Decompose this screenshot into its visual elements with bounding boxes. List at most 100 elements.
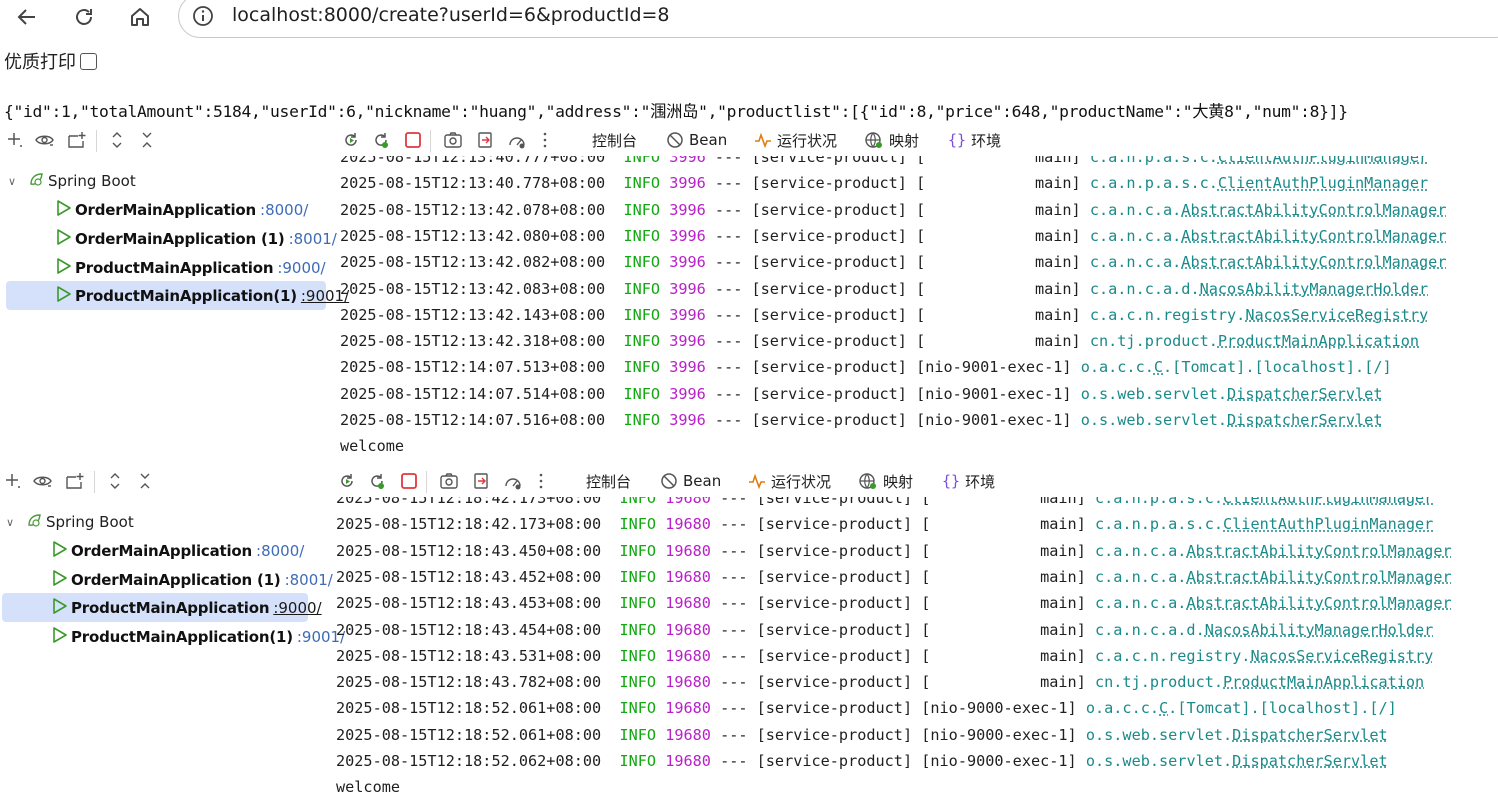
tab-mapping[interactable]: 映射	[864, 129, 919, 151]
log-level: INFO	[619, 620, 657, 639]
rerun-icon[interactable]	[340, 129, 362, 151]
exit-icon[interactable]	[470, 470, 492, 492]
log-level: INFO	[619, 541, 657, 560]
log-pid: 3996	[669, 358, 706, 377]
chevron-down-icon[interactable]: ∨	[8, 174, 17, 188]
log-timestamp: 2025-08-15T12:13:42.083+08:00	[340, 279, 606, 298]
log-class-link[interactable]: ClientAuthPluginManager	[1217, 174, 1429, 193]
tab-console[interactable]: 控制台	[586, 470, 631, 492]
log-class-link[interactable]: NacosServiceRegistry	[1250, 646, 1434, 665]
eye-icon[interactable]	[32, 470, 54, 492]
log-class-link[interactable]: ProductMainApplication	[1223, 673, 1425, 692]
expand-all-icon[interactable]	[106, 129, 128, 151]
tab-env[interactable]: {} 环境	[942, 470, 995, 492]
log-class-link[interactable]: ClientAuthPluginManager	[1223, 497, 1434, 507]
app-port-link[interactable]: :8001/	[288, 229, 337, 248]
log-class-link[interactable]: AbstractAbilityControlManager	[1181, 253, 1447, 272]
log-service: [service-product]	[751, 253, 907, 272]
rerun-debug-icon[interactable]	[370, 129, 392, 151]
reload-icon[interactable]	[69, 2, 99, 32]
site-info-icon[interactable]	[192, 5, 214, 27]
log-class-link[interactable]: NacosServiceRegistry	[1245, 305, 1429, 324]
tab-mapping[interactable]: 映射	[858, 470, 913, 492]
stop-icon[interactable]	[402, 129, 424, 151]
add-icon[interactable]	[4, 129, 26, 151]
app-item-order-8001[interactable]: OrderMainApplication (1) :8001/	[56, 224, 337, 253]
spring-boot-node[interactable]: ∨ Spring Boot	[8, 170, 136, 192]
log-class-link[interactable]: NacosAbilityManagerHolder	[1204, 620, 1434, 639]
rerun-icon[interactable]	[336, 470, 358, 492]
log-level: INFO	[623, 384, 661, 403]
app-port-link[interactable]: :8000/	[256, 541, 305, 560]
log-class-link[interactable]: AbstractAbilityControlManager	[1181, 226, 1447, 245]
url-text[interactable]: localhost:8000/create?userId=6&productId…	[232, 4, 670, 26]
log-class-link[interactable]: AbstractAbilityControlManager	[1186, 567, 1452, 586]
tab-env-label: 环境	[971, 131, 1002, 150]
exit-icon[interactable]	[474, 129, 496, 151]
address-bar[interactable]	[178, 0, 1498, 38]
tab-env[interactable]: {} 环境	[948, 129, 1001, 151]
log-service: [service-product]	[756, 646, 913, 665]
app-item-product-9000[interactable]: ProductMainApplication :9000/	[2, 593, 322, 622]
log-class-link[interactable]: ProductMainApplication	[1217, 332, 1420, 351]
log-class-link[interactable]: DispatcherServlet	[1227, 411, 1383, 429]
camera-icon[interactable]	[442, 129, 464, 151]
tab-health[interactable]: 运行状况	[754, 129, 837, 151]
prohibited-icon	[667, 132, 683, 148]
app-port-link[interactable]: :8001/	[284, 570, 333, 589]
tab-health[interactable]: 运行状况	[748, 470, 831, 492]
expand-all-icon[interactable]	[104, 470, 126, 492]
tab-bean[interactable]: Bean	[666, 129, 727, 151]
log-class-link[interactable]: AbstractAbilityControlManager	[1181, 200, 1447, 219]
log-class-link[interactable]: ClientAuthPluginManager	[1217, 156, 1429, 166]
log-class-link[interactable]: DispatcherServlet	[1227, 384, 1383, 403]
app-item-product-9001[interactable]: ProductMainApplication(1) :9001/	[52, 622, 345, 651]
app-port-link[interactable]: :9001/	[296, 627, 346, 646]
log-timestamp: 2025-08-15T12:14:07.513+08:00	[340, 358, 606, 377]
print-checkbox[interactable]	[80, 52, 97, 70]
log-class-link[interactable]: DispatcherServlet	[1232, 752, 1388, 770]
chevron-down-icon[interactable]: ∨	[6, 515, 15, 529]
log-package: cn.tj.product.	[1095, 673, 1224, 692]
app-item-order-8000[interactable]: OrderMainApplication :8000/	[56, 195, 308, 224]
add-icon[interactable]	[2, 470, 24, 492]
back-arrow-icon[interactable]	[12, 2, 42, 32]
home-icon[interactable]	[125, 2, 155, 32]
log-class-link[interactable]: C	[1159, 699, 1169, 718]
console-toolbar: 控制台 Bean 运行状况 映射 {} 环境	[326, 126, 1498, 156]
log-service: [service-product]	[756, 752, 913, 770]
log-class-link[interactable]: DispatcherServlet	[1232, 725, 1388, 744]
app-port-link[interactable]: :9001/	[300, 286, 350, 305]
stop-icon[interactable]	[398, 470, 420, 492]
log-class-link[interactable]: AbstractAbilityControlManager	[1186, 541, 1452, 560]
log-class-link[interactable]: AbstractAbilityControlManager	[1186, 594, 1452, 613]
log-class-link[interactable]: C	[1153, 358, 1164, 377]
app-item-order-8001[interactable]: OrderMainApplication (1) :8001/	[52, 565, 333, 594]
rerun-debug-icon[interactable]	[366, 470, 388, 492]
eye-icon[interactable]	[34, 129, 56, 151]
log-timestamp: 2025-08-15T12:13:40.777+08:00	[340, 156, 606, 166]
app-port-link[interactable]: :8000/	[260, 200, 309, 219]
app-port-link[interactable]: :9000/	[277, 258, 326, 277]
app-item-product-9000[interactable]: ProductMainApplication :9000/	[56, 253, 326, 282]
collapse-all-icon[interactable]	[136, 129, 158, 151]
camera-icon[interactable]	[438, 470, 460, 492]
app-port-link[interactable]: :9000/	[273, 598, 322, 617]
tab-health-label: 运行状况	[771, 472, 832, 491]
gauge-icon[interactable]	[502, 470, 524, 492]
console-toolbar: 控制台 Bean 运行状况 映射 {} 环境	[322, 467, 1494, 497]
collapse-all-icon[interactable]	[134, 470, 156, 492]
app-item-product-9001[interactable]: ProductMainApplication(1) :9001/	[6, 281, 349, 310]
tab-console[interactable]: 控制台	[592, 129, 637, 151]
new-group-icon[interactable]	[64, 470, 86, 492]
more-vertical-icon[interactable]	[534, 129, 556, 151]
new-group-icon[interactable]	[66, 129, 88, 151]
app-name: ProductMainApplication	[71, 598, 270, 617]
spring-boot-node[interactable]: ∨ Spring Boot	[6, 511, 134, 533]
log-class-link[interactable]: NacosAbilityManagerHolder	[1199, 279, 1429, 298]
log-class-link[interactable]: ClientAuthPluginManager	[1223, 515, 1434, 534]
app-item-order-8000[interactable]: OrderMainApplication :8000/	[52, 536, 304, 565]
gauge-icon[interactable]	[506, 129, 528, 151]
more-vertical-icon[interactable]	[530, 470, 552, 492]
tab-bean[interactable]: Bean	[660, 470, 721, 492]
